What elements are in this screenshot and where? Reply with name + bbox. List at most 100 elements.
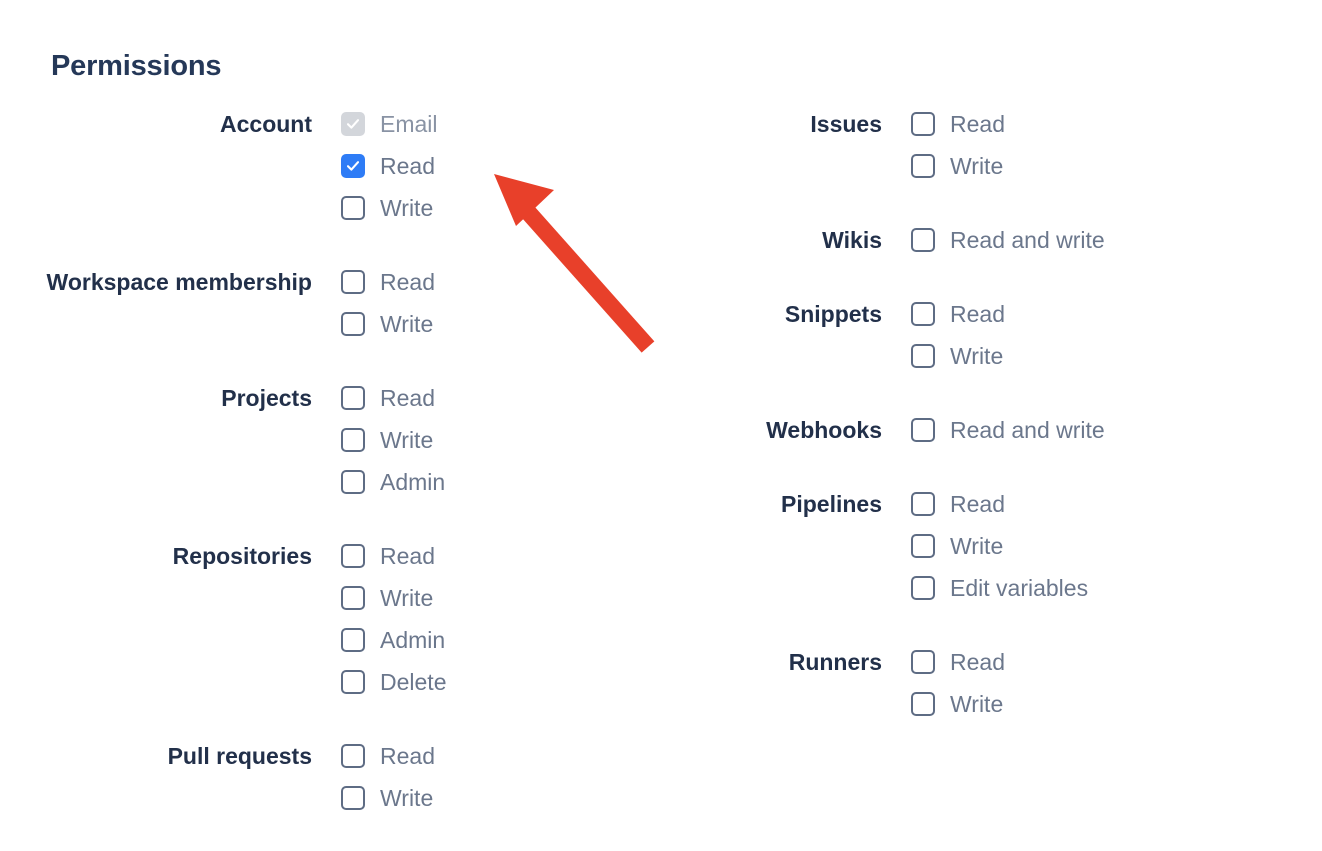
checkbox-email [341, 112, 365, 136]
checkbox-label: Write [950, 343, 1004, 369]
checkbox-read[interactable] [341, 154, 365, 178]
permission-option-row[interactable]: Read and write [911, 219, 1290, 261]
check-icon [347, 119, 359, 129]
checkbox-read[interactable] [341, 744, 365, 768]
checkbox-label: Read [380, 743, 435, 769]
permission-option-row[interactable]: Email [341, 103, 700, 145]
permission-option-row[interactable]: Write [911, 525, 1290, 567]
checkbox-read[interactable] [911, 492, 935, 516]
checkbox-delete[interactable] [341, 670, 365, 694]
checkbox-label: Edit variables [950, 575, 1089, 601]
checkbox-read[interactable] [911, 650, 935, 674]
checkbox-write[interactable] [341, 312, 365, 336]
checkbox-write[interactable] [911, 344, 935, 368]
checkbox-read[interactable] [341, 386, 365, 410]
checkbox-write[interactable] [911, 692, 935, 716]
checkbox-read[interactable] [911, 302, 935, 326]
checkbox-write[interactable] [341, 196, 365, 220]
checkbox-write[interactable] [911, 534, 935, 558]
checkbox-label: Write [950, 153, 1004, 179]
permission-group: Wikis Read and write [590, 219, 1290, 261]
permission-group-label: Account [220, 111, 312, 137]
checkbox-edit-variables[interactable] [911, 576, 935, 600]
permission-group-label: Projects [221, 385, 312, 411]
permission-option-row[interactable]: Read [341, 261, 700, 303]
checkbox-label: Write [380, 311, 434, 337]
permission-option-row[interactable]: Read [341, 145, 700, 187]
permission-option-row[interactable]: Read and write [911, 409, 1290, 451]
permission-option-row[interactable]: Delete [341, 661, 700, 703]
permission-option-row[interactable]: Write [911, 335, 1290, 377]
checkbox-label: Read [380, 269, 435, 295]
checkbox-label: Read [950, 491, 1005, 517]
permission-group-label: Wikis [822, 227, 882, 253]
checkbox-label: Email [380, 111, 438, 137]
permission-group-label: Issues [810, 111, 882, 137]
permission-option-row[interactable]: Admin [341, 461, 700, 503]
checkbox-admin[interactable] [341, 470, 365, 494]
checkbox-write[interactable] [911, 154, 935, 178]
permission-option-row[interactable]: Write [911, 145, 1290, 187]
permission-group-label: Workspace membership [46, 269, 312, 295]
permission-option-list: Read and write [911, 219, 1290, 261]
permission-option-row[interactable]: Write [341, 303, 700, 345]
checkbox-label: Read and write [950, 227, 1105, 253]
page-title: Permissions [51, 50, 222, 82]
checkbox-label: Read [950, 649, 1005, 675]
checkbox-write[interactable] [341, 586, 365, 610]
checkbox-label: Admin [380, 469, 446, 495]
checkbox-label: Delete [380, 669, 447, 695]
permission-group-label: Pull requests [167, 743, 312, 769]
check-icon [347, 161, 359, 171]
permission-group-label: Pipelines [781, 491, 882, 517]
permission-option-row[interactable]: Write [341, 577, 700, 619]
permission-option-row[interactable]: Read [341, 377, 700, 419]
checkbox-read[interactable] [341, 544, 365, 568]
permission-option-row[interactable]: Read [911, 483, 1290, 525]
checkbox-label: Read [950, 301, 1005, 327]
permission-group-label: Runners [788, 649, 882, 675]
permission-option-row[interactable]: Read [911, 103, 1290, 145]
permission-option-row[interactable]: Write [911, 683, 1290, 725]
checkbox-read[interactable] [911, 112, 935, 136]
permission-group-label: Repositories [172, 543, 312, 569]
permission-option-row[interactable]: Write [341, 419, 700, 461]
permission-option-list: Read and write [911, 409, 1290, 451]
permission-option-row[interactable]: Read [341, 535, 700, 577]
checkbox-admin[interactable] [341, 628, 365, 652]
checkbox-read-and-write[interactable] [911, 228, 935, 252]
checkbox-label: Write [950, 691, 1004, 717]
checkbox-write[interactable] [341, 428, 365, 452]
checkbox-read[interactable] [341, 270, 365, 294]
checkbox-label: Write [380, 195, 434, 221]
permission-option-row[interactable]: Admin [341, 619, 700, 661]
permission-option-row[interactable]: Write [341, 777, 700, 819]
permission-option-row[interactable]: Edit variables [911, 567, 1290, 609]
permission-option-row[interactable]: Read [911, 293, 1290, 335]
permission-option-row[interactable]: Write [341, 187, 700, 229]
checkbox-write[interactable] [341, 786, 365, 810]
checkbox-read-and-write[interactable] [911, 418, 935, 442]
permission-option-row[interactable]: Read [911, 641, 1290, 683]
permission-option-row[interactable]: Read [341, 735, 700, 777]
checkbox-label: Write [380, 585, 434, 611]
